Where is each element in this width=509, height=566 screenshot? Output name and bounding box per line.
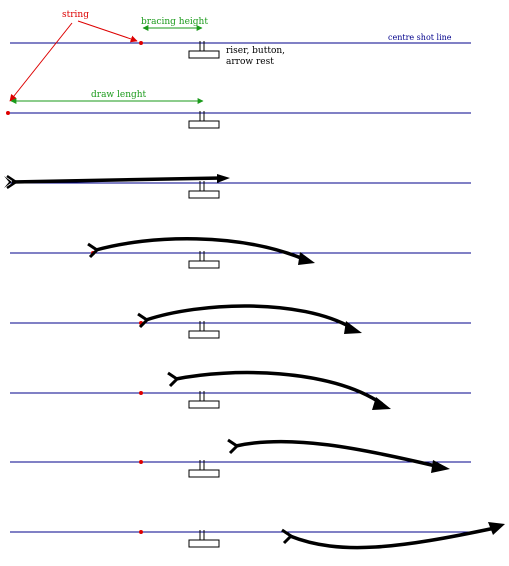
panel-bracing-height: bracing height string riser, button, arr… bbox=[9, 10, 471, 102]
draw-length-label: draw lenght bbox=[91, 90, 147, 100]
riser-label: arrow rest bbox=[226, 57, 274, 67]
string-pointer-arrow bbox=[77, 20, 138, 43]
riser-icon bbox=[188, 251, 220, 269]
string-dot bbox=[6, 111, 10, 115]
arrow-shaft-icon bbox=[137, 304, 362, 334]
arrow-shaft-icon bbox=[281, 522, 505, 550]
panel-release-6 bbox=[10, 522, 505, 550]
arrow-shaft-icon bbox=[227, 438, 450, 473]
panel-draw-length: draw lenght bbox=[6, 90, 471, 129]
riser-icon bbox=[188, 41, 220, 59]
bracing-height-label: bracing height bbox=[141, 17, 208, 27]
riser-icon bbox=[188, 460, 220, 478]
arrow-shaft-icon bbox=[87, 237, 315, 265]
arrow-shaft-icon bbox=[4, 174, 230, 190]
string-dot bbox=[139, 41, 143, 45]
riser-label: riser, button, bbox=[226, 46, 285, 56]
panel-release-1 bbox=[4, 174, 471, 199]
string-dot bbox=[139, 530, 143, 534]
string-pointer-arrow bbox=[9, 22, 73, 102]
string-dot bbox=[139, 391, 143, 395]
riser-icon bbox=[188, 391, 220, 409]
riser-icon bbox=[188, 321, 220, 339]
riser-icon bbox=[188, 111, 220, 129]
string-label: string bbox=[62, 10, 89, 20]
centre-shot-line-label: centre shot line bbox=[388, 33, 452, 42]
riser-icon bbox=[188, 181, 220, 199]
panel-release-5 bbox=[10, 438, 471, 478]
panel-release-2 bbox=[10, 237, 471, 269]
panel-release-4 bbox=[10, 370, 471, 410]
panel-release-3 bbox=[10, 304, 471, 339]
riser-icon bbox=[188, 530, 220, 548]
arrow-shaft-icon bbox=[167, 370, 391, 410]
string-dot bbox=[139, 460, 143, 464]
